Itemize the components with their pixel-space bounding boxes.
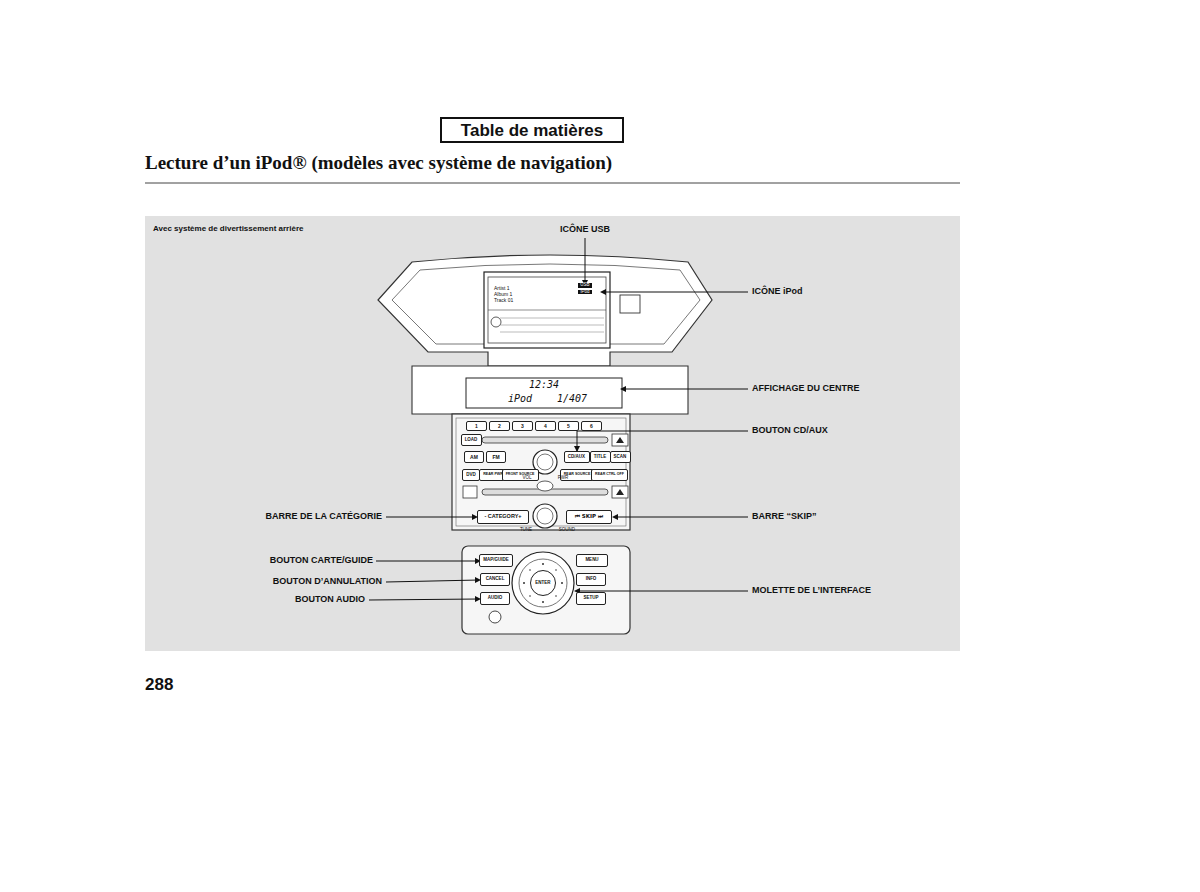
button-text: CD/AUX	[568, 455, 585, 460]
load-button: LOAD	[461, 434, 482, 446]
button-text: 4	[544, 424, 547, 429]
button-text: REAR PWR	[483, 473, 503, 477]
am-button: AM	[464, 451, 484, 463]
screen-album: Album 1	[494, 292, 512, 298]
fm-button: FM	[486, 451, 506, 463]
callout-label: BOUTON CD/AUX	[752, 426, 828, 436]
knob-label: SOUND	[559, 528, 575, 533]
button-text: FM	[492, 455, 499, 460]
preset-button: 3	[512, 421, 533, 431]
cancel-button: CANCEL	[480, 573, 510, 586]
button-text: 5	[567, 424, 570, 429]
category-bar: - CATEGORY+	[477, 510, 529, 524]
button-text: TITLE	[594, 455, 607, 460]
callout-label: BARRE “SKIP”	[752, 512, 817, 522]
button-text: INFO	[586, 577, 597, 582]
callout-label: MOLETTE DE L’INTERFACE	[752, 586, 871, 596]
usb-icon: USB	[578, 283, 591, 288]
button-text: LOAD	[465, 438, 478, 443]
button-text: Table de matières	[461, 122, 603, 139]
preset-button: 6	[581, 421, 602, 431]
button-text: ⏮ SKIP ⏭	[575, 514, 603, 520]
button-text: 2	[498, 424, 501, 429]
rear-ctrl-button: REAR CTRL OFF	[591, 469, 628, 481]
setup-button: SETUP	[576, 592, 606, 605]
skip-bar: ⏮ SKIP ⏭	[566, 510, 612, 524]
map-guide-button: MAP/GUIDE	[479, 554, 513, 567]
knob-label: VOL	[522, 476, 531, 481]
button-text: AM	[470, 455, 478, 460]
clock-display: 12:34	[529, 379, 559, 390]
button-text: CANCEL	[486, 577, 505, 582]
enter-button: ENTER	[530, 570, 556, 596]
ipod-icon: iPod	[578, 290, 591, 295]
front-source-button: FRONT SOURCE	[502, 469, 539, 481]
info-button: INFO	[576, 573, 606, 586]
cd-aux-button: CD/AUX	[564, 451, 590, 463]
button-text: SETUP	[583, 596, 598, 601]
callout-label: ICÔNE USB	[560, 225, 610, 235]
display-track: 1/407	[557, 393, 587, 404]
button-text: 1	[475, 424, 478, 429]
callout-label: BOUTON AUDIO	[295, 595, 365, 605]
audio-button: AUDIO	[480, 592, 510, 605]
preset-button: 5	[558, 421, 579, 431]
panel-note: Avec système de divertissement arrière	[153, 225, 303, 234]
scan-button: SCAN	[610, 451, 631, 463]
callout-label: BOUTON D’ANNULATION	[273, 577, 382, 587]
menu-button: MENU	[576, 554, 608, 567]
button-text: AUDIO	[488, 596, 503, 601]
knob-label: PWR	[558, 476, 569, 481]
page-number: 288	[145, 676, 173, 695]
preset-button: 2	[489, 421, 510, 431]
dvd-button: DVD	[462, 469, 480, 481]
contents-button: Table de matières	[440, 117, 624, 143]
display-source: iPod	[508, 393, 532, 404]
button-text: 3	[521, 424, 524, 429]
screen-track: Track 01	[494, 298, 513, 304]
button-text: REAR CTRL OFF	[595, 473, 624, 477]
button-text: MAP/GUIDE	[483, 558, 509, 563]
callout-label: BARRE DE LA CATÉGORIE	[265, 512, 382, 522]
preset-button: 1	[466, 421, 487, 431]
button-text: ENTER	[535, 581, 550, 586]
knob-label: TUNE	[520, 528, 532, 533]
screen-artist: Artist 1	[494, 286, 510, 292]
button-text: MENU	[585, 558, 598, 563]
callout-label: ICÔNE iPod	[752, 287, 803, 297]
button-text: - CATEGORY+	[484, 514, 521, 520]
button-text: SCAN	[614, 455, 627, 460]
preset-button: 4	[535, 421, 556, 431]
button-text: 6	[590, 424, 593, 429]
callout-label: BOUTON CARTE/GUIDE	[270, 556, 373, 566]
page-heading: Lecture d’un iPod® (modèles avec système…	[145, 153, 612, 174]
callout-label: AFFICHAGE DU CENTRE	[752, 384, 860, 394]
title-button: TITLE	[590, 451, 611, 463]
button-text: DVD	[466, 473, 476, 478]
